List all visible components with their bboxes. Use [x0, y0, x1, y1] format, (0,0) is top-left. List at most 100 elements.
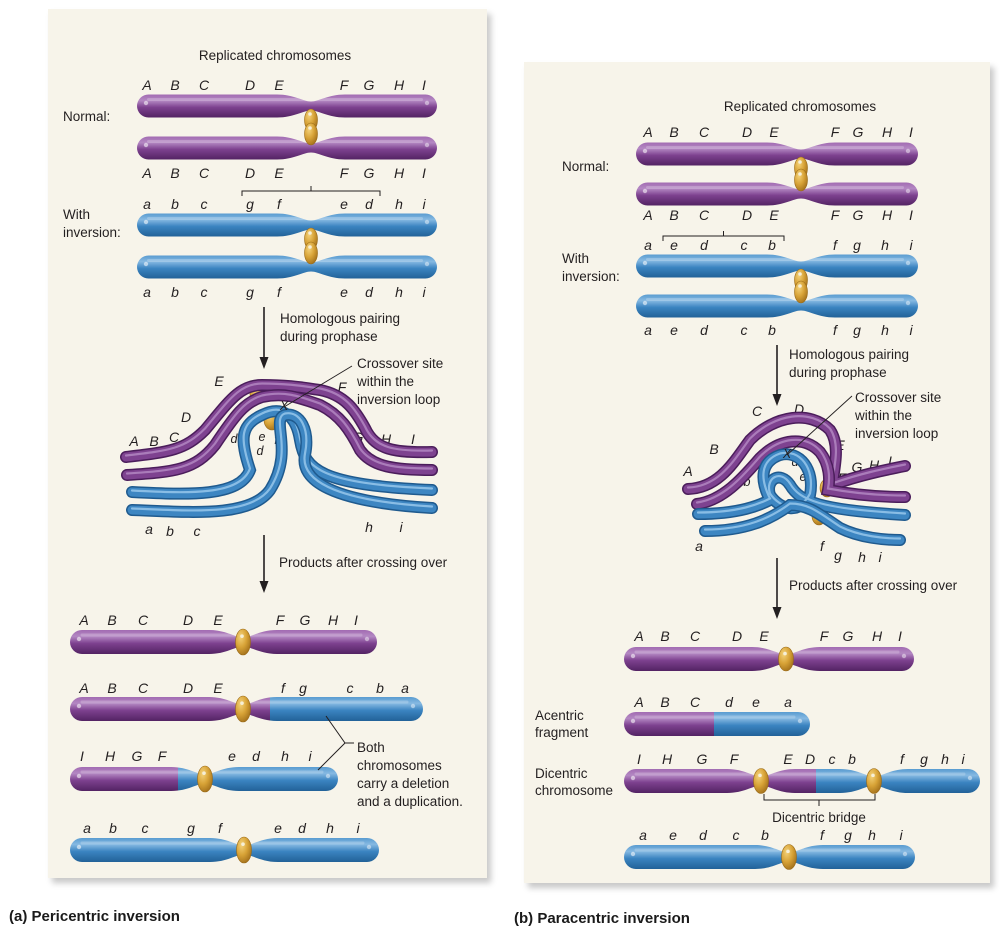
product-4-b [624, 845, 915, 869]
centromere-product-4-a [236, 836, 252, 864]
label-crossover-site-b: Crossover site [855, 390, 941, 405]
gene-label: I [422, 77, 426, 93]
dicentric-bridge-bracket [763, 794, 876, 806]
gene-label: a [644, 237, 652, 253]
label-inversion-loop-b: inversion loop [855, 426, 938, 441]
crossover-mark-a: X [279, 399, 289, 413]
gene-label: b [171, 284, 179, 300]
paired-purple-chromatid-2-b [691, 435, 911, 510]
gene-label: E [769, 124, 779, 140]
chromosome-normal-2-b [636, 182, 918, 206]
blue-segment [816, 769, 980, 793]
gene-label-loop: C [752, 403, 763, 419]
gene-label: a [639, 827, 647, 843]
gene-label: A [642, 207, 652, 223]
gene-label: C [690, 694, 701, 710]
label-during-prophase-a: during prophase [280, 329, 378, 344]
gene-label: G [364, 77, 375, 93]
gene-label: A [642, 124, 652, 140]
arrow-pairing-b-head [772, 394, 782, 406]
chromosome-inversion-1-a [137, 213, 437, 237]
gene-label-loop: h [858, 549, 866, 565]
gene-label: g [187, 820, 195, 836]
purple-segment [137, 94, 437, 118]
purple-segment [624, 712, 714, 736]
gene-label: e [752, 694, 760, 710]
gene-label: c [347, 680, 354, 696]
gene-label: d [365, 196, 374, 212]
note-deletion-duplication: chromosomes [357, 758, 442, 773]
gene-label: g [299, 680, 307, 696]
gene-label: c [741, 322, 748, 338]
gene-label: H [394, 165, 405, 181]
product-1-b [624, 647, 914, 671]
gene-label-loop: I [411, 431, 415, 447]
gene-label: A [78, 612, 88, 628]
gene-label: B [669, 207, 678, 223]
gene-label-loop: b [744, 475, 751, 489]
chromosome-inversion-1-b [636, 254, 918, 278]
gene-label: g [246, 196, 254, 212]
paired-purple-chromatid-1-b [682, 411, 911, 495]
chromosome-inversion-2-a [137, 255, 437, 279]
gene-label: h [868, 827, 876, 843]
blue-segment [270, 697, 423, 721]
gene-label: e [670, 237, 678, 253]
heading-replicated-chromosomes-a: Replicated chromosomes [199, 48, 352, 63]
caption-pericentric: (a) Pericentric inversion [9, 908, 180, 925]
chromosome-normal-1-a [137, 94, 437, 118]
heading-replicated-chromosomes-b: Replicated chromosomes [724, 99, 877, 114]
gene-label: b [376, 680, 384, 696]
label-within-the-a: within the [356, 374, 414, 389]
gene-label-loop: D [794, 401, 804, 417]
centromere-pair [304, 108, 318, 146]
gene-label: I [637, 751, 641, 767]
gene-label: D [742, 207, 752, 223]
gene-label: a [644, 322, 652, 338]
gene-label: H [872, 628, 883, 644]
gene-label-loop: d [257, 444, 265, 458]
label-products-b: Products after crossing over [789, 578, 958, 593]
gene-label: f [900, 751, 906, 767]
chromosome-inversion-2-b [636, 294, 918, 318]
label-fragment-b: fragment [535, 725, 589, 740]
gene-label-loop: A [682, 463, 692, 479]
gene-label-loop: f [820, 538, 826, 554]
gene-label: F [831, 124, 841, 140]
gene-label: g [853, 322, 861, 338]
gene-label: H [328, 612, 339, 628]
gene-label: C [699, 124, 710, 140]
inversion-bracket-b [662, 231, 785, 241]
purple-segment [636, 142, 918, 166]
label-homologous-pairing-b: Homologous pairing [789, 347, 909, 362]
gene-label: d [700, 237, 709, 253]
gene-label: I [909, 124, 913, 140]
gene-label: e [340, 284, 348, 300]
crossover-pointer-b [786, 395, 853, 456]
gene-label-loop: E [214, 373, 224, 389]
purple-segment [137, 136, 437, 160]
product-4-a [70, 838, 379, 862]
gene-label: B [170, 77, 179, 93]
gene-label-loop: a [145, 521, 153, 537]
centromere-product-1-a [235, 628, 251, 656]
gene-label: E [759, 628, 769, 644]
gene-label: D [183, 612, 193, 628]
product-1-a [70, 630, 377, 654]
gene-label-loop: B [149, 433, 158, 449]
gene-label-loop: e [800, 470, 807, 484]
gene-label: G [853, 124, 864, 140]
gene-label: A [633, 694, 643, 710]
gene-label: g [844, 827, 852, 843]
label-with-inversion-b-2: inversion: [562, 269, 620, 284]
gene-label-loop: a [695, 538, 703, 554]
gene-label: G [853, 207, 864, 223]
blue-segment [624, 845, 915, 869]
gene-label: h [281, 748, 289, 764]
gene-label: F [340, 77, 350, 93]
gene-label-loop: i [399, 519, 403, 535]
gene-label-loop: g [834, 547, 842, 563]
gene-label: B [107, 680, 116, 696]
paired-blue-chromatid-1-a [126, 405, 438, 500]
gene-label: f [277, 284, 283, 300]
